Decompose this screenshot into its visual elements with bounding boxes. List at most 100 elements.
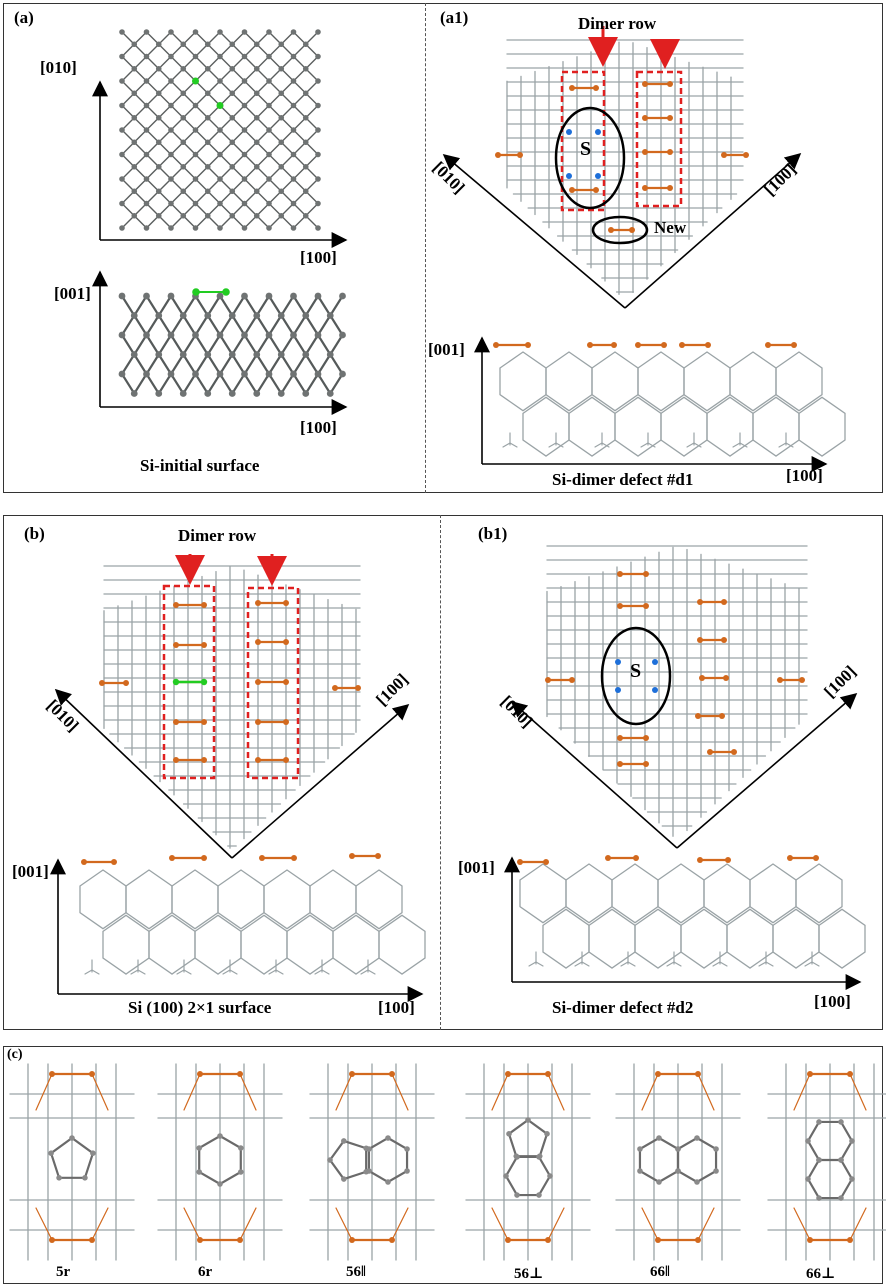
atom — [290, 127, 297, 133]
atom — [180, 188, 187, 195]
bond — [145, 215, 160, 229]
ring-atom — [514, 1192, 520, 1198]
bond — [158, 141, 172, 156]
atom — [253, 312, 261, 319]
dimer-atom — [699, 675, 705, 681]
atom — [315, 78, 321, 84]
axis-arrow-010-b — [54, 688, 233, 859]
bond — [157, 314, 173, 337]
bond — [133, 202, 148, 217]
atom — [302, 139, 309, 146]
atom — [302, 212, 309, 219]
ring-atom — [385, 1135, 391, 1141]
bond — [145, 190, 160, 205]
atom — [241, 292, 248, 300]
atom — [168, 176, 174, 182]
dimer-backbond — [641, 1073, 659, 1111]
ring-configurations — [9, 1063, 886, 1261]
atom — [266, 127, 272, 133]
bond — [207, 178, 221, 192]
bond — [145, 31, 160, 45]
bond — [145, 104, 160, 119]
bond — [157, 333, 173, 356]
atom — [314, 370, 322, 378]
atom — [167, 292, 175, 300]
atom — [241, 53, 248, 60]
bond — [145, 178, 160, 192]
atom — [266, 200, 272, 207]
dimer-atom — [643, 571, 649, 577]
axis-arrow-010-b1 — [510, 700, 678, 849]
dimer-atom — [543, 859, 549, 865]
bond — [145, 294, 160, 317]
bond — [121, 104, 135, 119]
config-label-6r: 6r — [198, 1264, 213, 1280]
bond — [280, 178, 295, 192]
bond — [305, 202, 319, 217]
atom — [167, 331, 175, 339]
bond — [158, 68, 172, 82]
bond — [219, 80, 233, 94]
dimer-atom — [517, 859, 523, 865]
bond — [121, 92, 135, 107]
dimer-atom — [642, 149, 648, 155]
bond — [268, 190, 282, 205]
bond — [133, 92, 148, 107]
bond — [194, 166, 209, 180]
bond — [133, 43, 148, 58]
bond — [121, 202, 135, 217]
bond — [194, 129, 209, 143]
bond — [207, 31, 221, 45]
caption-b1: Si-dimer defect #d2 — [552, 998, 694, 1017]
bond — [305, 104, 319, 119]
dimer-atom — [201, 642, 207, 648]
bond — [194, 202, 209, 217]
dimer-atom — [255, 719, 261, 725]
bond — [231, 166, 246, 180]
ring-atom — [838, 1157, 844, 1163]
atom — [265, 370, 273, 378]
atom — [302, 65, 309, 72]
atom — [229, 114, 236, 121]
bond — [207, 166, 221, 180]
atom — [131, 163, 138, 170]
defect-atom — [595, 129, 601, 135]
axis-label-001: [001] — [54, 284, 91, 303]
ring-atom — [694, 1135, 700, 1141]
bond — [206, 372, 222, 395]
atom — [326, 390, 334, 397]
bond — [170, 166, 184, 180]
bond — [121, 80, 135, 94]
dimer-row-box — [246, 586, 300, 780]
defect-s-label: S — [580, 138, 592, 160]
bond — [219, 129, 233, 143]
bond — [280, 294, 295, 317]
dimer-atom — [721, 599, 727, 605]
bond — [305, 178, 319, 192]
dimer-backbond — [239, 1073, 257, 1111]
bond — [231, 314, 246, 337]
caption-a: Si-initial surface — [140, 456, 260, 475]
atom — [266, 53, 272, 60]
atom — [192, 370, 199, 378]
atom — [118, 331, 126, 339]
ring-atom — [48, 1150, 54, 1157]
bond — [280, 215, 295, 229]
terminal-bond — [640, 442, 649, 448]
ring-atom — [713, 1168, 719, 1174]
ring-atom — [849, 1176, 855, 1182]
dimer-atom — [255, 639, 261, 645]
dimer-atom — [813, 855, 819, 861]
bond — [170, 104, 184, 119]
atom — [143, 78, 150, 84]
bond — [256, 104, 270, 119]
bond — [305, 153, 319, 168]
dimer-atom — [111, 859, 117, 865]
ring-atom — [675, 1146, 681, 1152]
atom — [241, 151, 248, 158]
bond — [280, 129, 295, 143]
dimer-atom — [643, 603, 649, 609]
bond — [145, 117, 160, 131]
atom — [229, 41, 236, 48]
initial-surface-top-view — [92, 29, 348, 248]
